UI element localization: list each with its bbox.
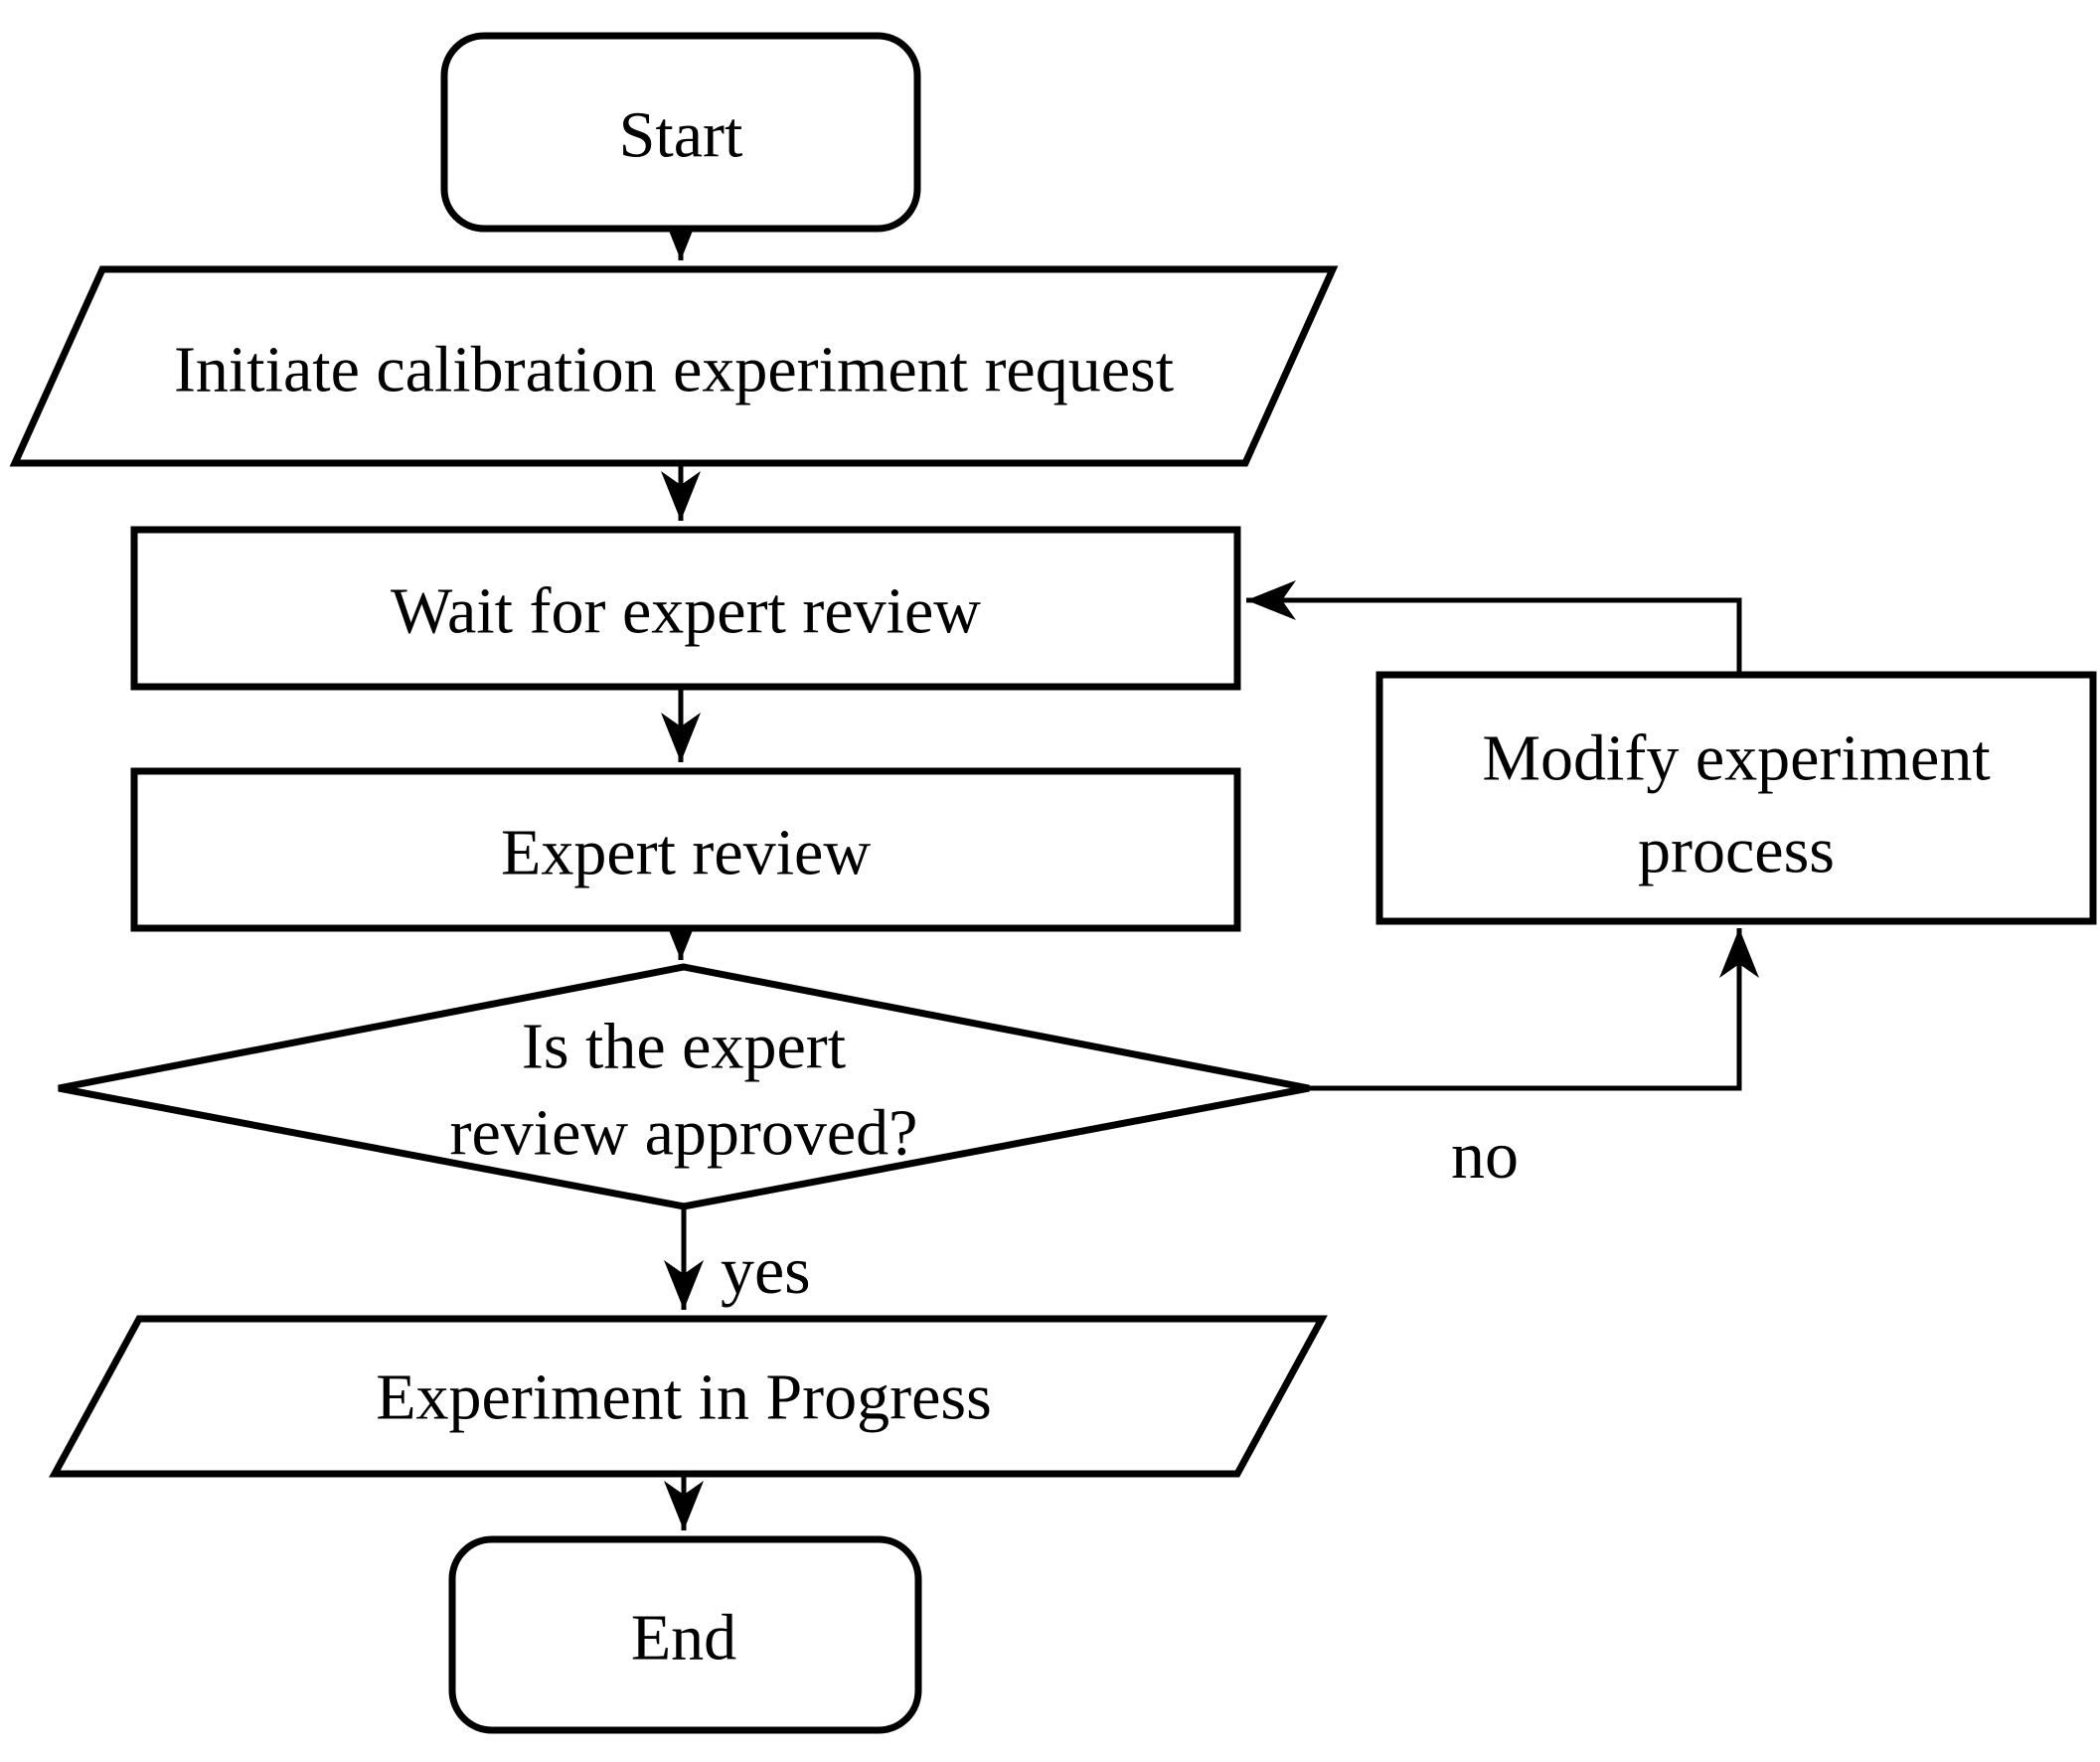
node-expert-review-process [130,767,1241,932]
node-modify-process [1375,671,2097,925]
node-wait-review-process [130,526,1241,691]
node-start-label: Start [619,99,743,172]
node-expert-review-label: Expert review [501,817,871,889]
edge-label-no: no [1451,1117,1519,1193]
edge-label-yes: yes [721,1232,811,1308]
node-start-terminator [440,32,921,233]
edge-decision-no-to-modify [1309,928,1759,1091]
node-initiate-request-parallelogram [9,265,1339,467]
edge-modify-to-wait [1246,580,1742,675]
node-approval-decision-label-line1: Is the expert [522,1011,846,1083]
node-end-label: End [631,1602,736,1675]
node-wait-review-label: Wait for expert review [391,575,981,648]
node-modify-process-label-line2: process [1638,815,1835,887]
node-approval-decision-diamond [58,963,1310,1210]
node-initiate-request-label: Initiate calibration experiment request [174,334,1174,406]
node-modify-process-label-line1: Modify experiment [1482,722,1990,795]
node-experiment-in-progress-parallelogram [49,1315,1328,1478]
node-approval-decision-label-line2: review approved? [450,1097,918,1170]
node-end-terminator [448,1535,922,1734]
node-experiment-in-progress-label: Experiment in Progress [376,1362,992,1434]
